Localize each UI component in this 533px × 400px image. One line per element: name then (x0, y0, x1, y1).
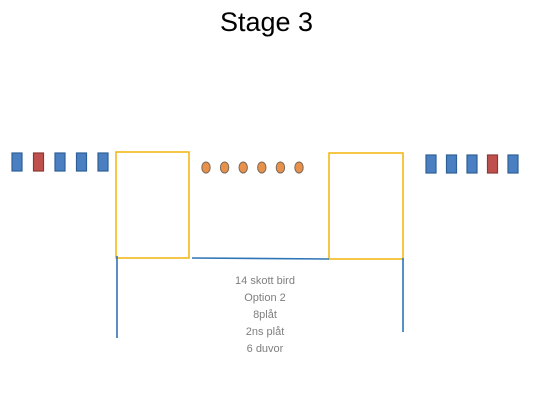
steel-plate (238, 161, 248, 174)
no-shoot-target (486, 154, 499, 174)
note-line: 8plåt (253, 309, 277, 321)
steel-plate (219, 161, 230, 174)
right-target-group (425, 154, 519, 174)
plate-rack (201, 161, 304, 174)
steel-plate (294, 161, 304, 174)
paper-target (75, 152, 88, 172)
paper-target (425, 154, 437, 174)
stage-notes: 14 skott bird Option 2 8plåt 2ns plåt 6 … (195, 273, 335, 358)
paper-target (507, 154, 519, 174)
paper-target (11, 152, 23, 172)
note-line: Option 2 (244, 292, 286, 304)
no-shoot-target (32, 152, 45, 172)
steel-plate (201, 161, 211, 174)
steel-plate (275, 161, 286, 174)
right-shooting-box (328, 152, 404, 260)
left-target-group (11, 152, 109, 172)
paper-target (54, 152, 66, 172)
note-line: 14 skott bird (235, 275, 295, 287)
note-line: 2ns plåt (245, 326, 285, 338)
stage-title: Stage 3 (219, 7, 314, 37)
steel-plate (257, 161, 267, 174)
paper-target (97, 152, 109, 172)
center-fault-line (191, 257, 330, 260)
paper-target (445, 154, 458, 174)
note-line: 6 duvor (246, 343, 284, 355)
paper-target (466, 154, 478, 174)
left-shooting-box (115, 151, 190, 259)
